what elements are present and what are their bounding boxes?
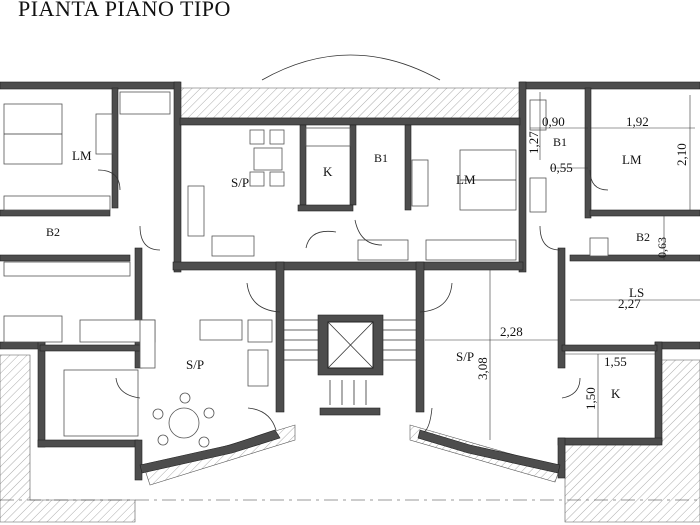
room-label-lm-center: LM xyxy=(456,172,476,187)
dim-label-155: 1,55 xyxy=(604,354,627,369)
walls xyxy=(0,81,700,481)
dim-label-063: 0,63 xyxy=(655,237,669,258)
room-label-lm-right: LM xyxy=(622,152,642,167)
room-label-sp-upper: S/P xyxy=(231,175,249,190)
furniture xyxy=(3,91,609,448)
top-terrace xyxy=(179,87,521,119)
dim-label-055: 0,55 xyxy=(550,160,573,175)
dim-label-308: 3,08 xyxy=(475,357,490,380)
dimension-lines xyxy=(425,92,700,440)
dim-label-227: 2,27 xyxy=(618,296,641,311)
bathtub-left xyxy=(119,91,171,115)
door-swings xyxy=(97,169,609,433)
dining-table xyxy=(168,407,200,439)
dim-label-150: 1,50 xyxy=(583,387,598,410)
dim-label-127: 1,27 xyxy=(526,131,541,154)
dim-label-210: 2,10 xyxy=(674,143,689,166)
room-label-sp-right: S/P xyxy=(456,349,474,364)
room-label-b2-left: B2 xyxy=(46,225,60,239)
room-label-k-upper: K xyxy=(323,164,333,179)
dim-label-228: 2,28 xyxy=(500,324,523,339)
plan-title: PIANTA PIANO TIPO xyxy=(18,0,231,21)
room-label-k-right: K xyxy=(611,386,621,401)
dimension-labels: 0,90 1,92 2,10 1,27 0,55 0,63 2,27 2,28 … xyxy=(475,114,689,410)
sofa-lower xyxy=(199,319,243,341)
room-labels: LM B2 S/P K B1 LM S/P B1 LM B2 LS S/P K xyxy=(46,135,650,401)
room-label-lm-left: LM xyxy=(72,148,92,163)
dim-label-192: 1,92 xyxy=(626,114,649,129)
room-label-b1-right: B1 xyxy=(553,135,567,149)
dim-label-090: 0,90 xyxy=(542,114,565,129)
table-upper xyxy=(253,147,283,171)
room-label-ls-right: LS xyxy=(629,285,644,300)
room-label-b2-right: B2 xyxy=(636,230,650,244)
stairs xyxy=(284,319,416,405)
room-label-b1-center: B1 xyxy=(374,151,388,165)
room-label-sp-lower: S/P xyxy=(186,357,204,372)
